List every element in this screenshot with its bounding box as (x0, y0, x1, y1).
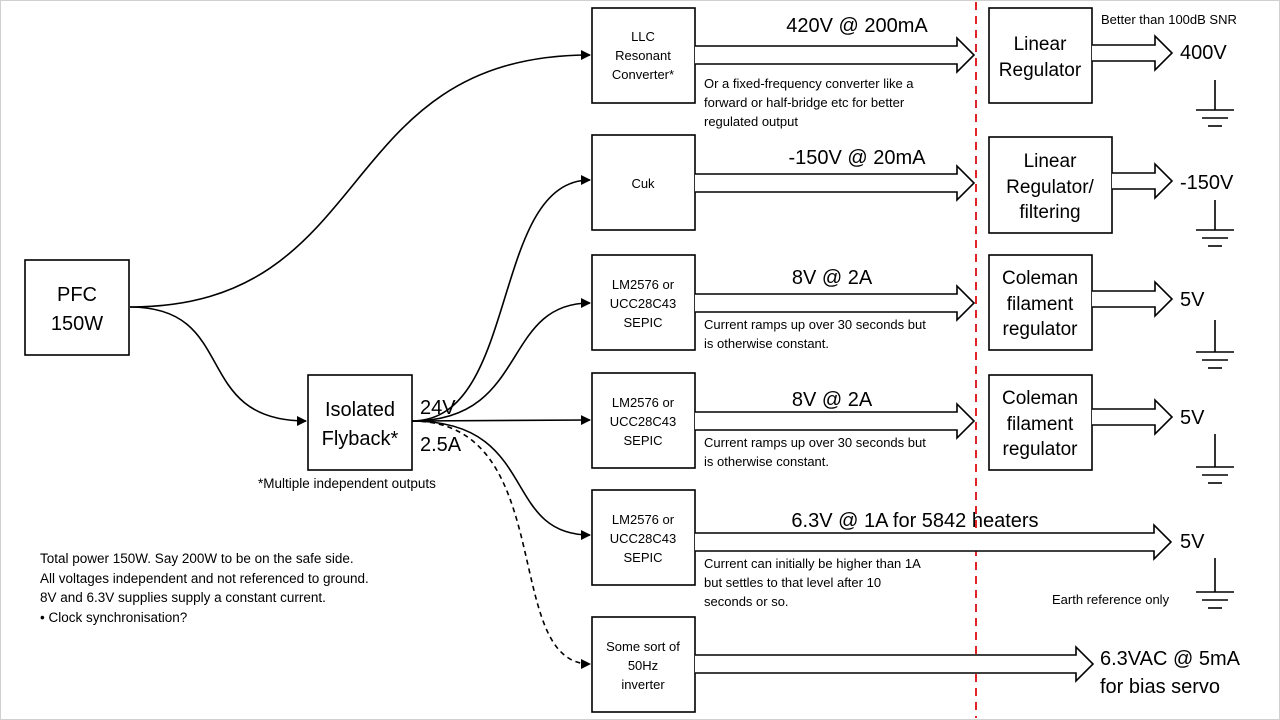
note-line: • Clock synchronisation? (40, 609, 188, 625)
row1-note-1: Or a fixed-frequency converter like a (704, 76, 914, 91)
inverter-label-3: inverter (621, 677, 665, 692)
flyback-block: Isolated Flyback* (307, 374, 413, 471)
flyback-label-2: Flyback* (322, 428, 399, 450)
sepic3-label-1: LM2576 or (612, 512, 675, 527)
reg3-label-1: Coleman (1002, 268, 1078, 289)
sepic1-label-3: SEPIC (623, 315, 662, 330)
pfc-label-1: PFC (57, 284, 97, 306)
final-output-neg150v: -150V (1180, 172, 1234, 194)
reg2-label-2: Regulator/ (1006, 177, 1094, 198)
row6-arrow (695, 645, 1095, 683)
reg2-label-3: filtering (1019, 202, 1080, 223)
connection-wires (129, 50, 591, 669)
design-notes: Total power 150W. Say 200W to be on the … (40, 549, 369, 627)
reg2-out-arrow (1112, 162, 1174, 200)
note-line: Total power 150W. Say 200W to be on the … (40, 551, 354, 566)
row3-arrow (695, 284, 976, 322)
row2-arrow (695, 164, 976, 202)
flyback-current: 2.5A (420, 434, 462, 456)
row1-note-3: regulated output (704, 114, 798, 129)
regulator-4: Coleman filament regulator (988, 374, 1093, 471)
row1-note-2: forward or half-bridge etc for better (704, 95, 905, 110)
earth-note: Earth reference only (1052, 592, 1170, 607)
pfc-block: PFC 150W (24, 259, 130, 356)
row5-arrow (695, 523, 1173, 561)
row6-spec-2: for bias servo (1100, 676, 1220, 698)
note-line: All voltages independent and not referen… (40, 570, 369, 586)
row1-spec: 420V @ 200mA (786, 15, 928, 37)
reg3-label-3: regulator (1003, 319, 1079, 340)
ground-icon-2 (1196, 200, 1234, 247)
reg1-out-arrow (1092, 34, 1174, 72)
note-line: 8V and 6.3V supplies supply a constant c… (40, 590, 326, 605)
converter-sepic-2: LM2576 or UCC28C43 SEPIC (591, 372, 696, 469)
row5-note-2: but settles to that level after 10 (704, 575, 881, 590)
reg4-out-arrow (1092, 398, 1174, 436)
row1-arrow (695, 36, 976, 74)
regulator-3: Coleman filament regulator (988, 254, 1093, 351)
flyback-label-1: Isolated (325, 399, 395, 421)
reg2-label-1: Linear (1024, 151, 1077, 172)
row3-note-1: Current ramps up over 30 seconds but (704, 317, 926, 332)
row3-spec: 8V @ 2A (792, 267, 873, 289)
row6-spec-1: 6.3VAC @ 5mA (1100, 648, 1241, 670)
row5-note-1: Current can initially be higher than 1A (704, 556, 921, 571)
reg3-label-2: filament (1007, 294, 1074, 315)
reg4-label-1: Coleman (1002, 388, 1078, 409)
sepic2-label-1: LM2576 or (612, 395, 675, 410)
regulator-output-arrows (1092, 34, 1174, 436)
sepic2-label-2: UCC28C43 (610, 414, 676, 429)
reg4-label-3: regulator (1003, 439, 1079, 460)
reg4-label-2: filament (1007, 414, 1074, 435)
final-output-5v-1: 5V (1180, 289, 1205, 311)
pfc-label-2: 150W (51, 313, 103, 335)
output-arrows (695, 36, 1173, 683)
row4-note-1: Current ramps up over 30 seconds but (704, 435, 926, 450)
final-output-5v-2: 5V (1180, 407, 1205, 429)
final-output-400v: 400V (1180, 42, 1227, 64)
cuk-label: Cuk (631, 176, 655, 191)
ground-icon-3 (1196, 320, 1234, 369)
converter-llc: LLC Resonant Converter* (591, 7, 696, 104)
sepic1-label-1: LM2576 or (612, 277, 675, 292)
sepic3-label-2: UCC28C43 (610, 531, 676, 546)
row5-spec: 6.3V @ 1A for 5842 heaters (791, 510, 1038, 532)
sepic2-label-3: SEPIC (623, 433, 662, 448)
flyback-footnote: *Multiple independent outputs (258, 476, 436, 491)
reg1-label-2: Regulator (999, 60, 1082, 81)
converter-cuk: Cuk (591, 134, 696, 231)
llc-label-2: Resonant (615, 48, 671, 63)
ground-icon-5 (1196, 558, 1234, 609)
ground-icon-1 (1196, 80, 1234, 127)
row2-spec: -150V @ 20mA (788, 147, 926, 169)
converter-sepic-1: LM2576 or UCC28C43 SEPIC (591, 254, 696, 351)
llc-label-3: Converter* (612, 67, 674, 82)
reg1-label-1: Linear (1014, 34, 1067, 55)
sepic3-label-3: SEPIC (623, 550, 662, 565)
snr-note: Better than 100dB SNR (1101, 12, 1237, 27)
regulator-2: Linear Regulator/ filtering (988, 136, 1113, 234)
ground-icon-4 (1196, 434, 1234, 484)
converter-inverter: Some sort of 50Hz inverter (591, 616, 696, 713)
row4-note-2: is otherwise constant. (704, 454, 829, 469)
row4-arrow (695, 402, 976, 440)
row5-note-3: seconds or so. (704, 594, 789, 609)
reg3-out-arrow (1092, 280, 1174, 318)
inverter-label-1: Some sort of (606, 639, 680, 654)
flyback-voltage: 24V (420, 397, 456, 419)
llc-label-1: LLC (631, 29, 655, 44)
row3-note-2: is otherwise constant. (704, 336, 829, 351)
final-output-5v-3: 5V (1180, 531, 1205, 553)
converter-sepic-3: LM2576 or UCC28C43 SEPIC (591, 489, 696, 586)
row4-spec: 8V @ 2A (792, 389, 873, 411)
regulator-1: Linear Regulator (988, 7, 1093, 104)
sepic1-label-2: UCC28C43 (610, 296, 676, 311)
inverter-label-2: 50Hz (628, 658, 658, 673)
